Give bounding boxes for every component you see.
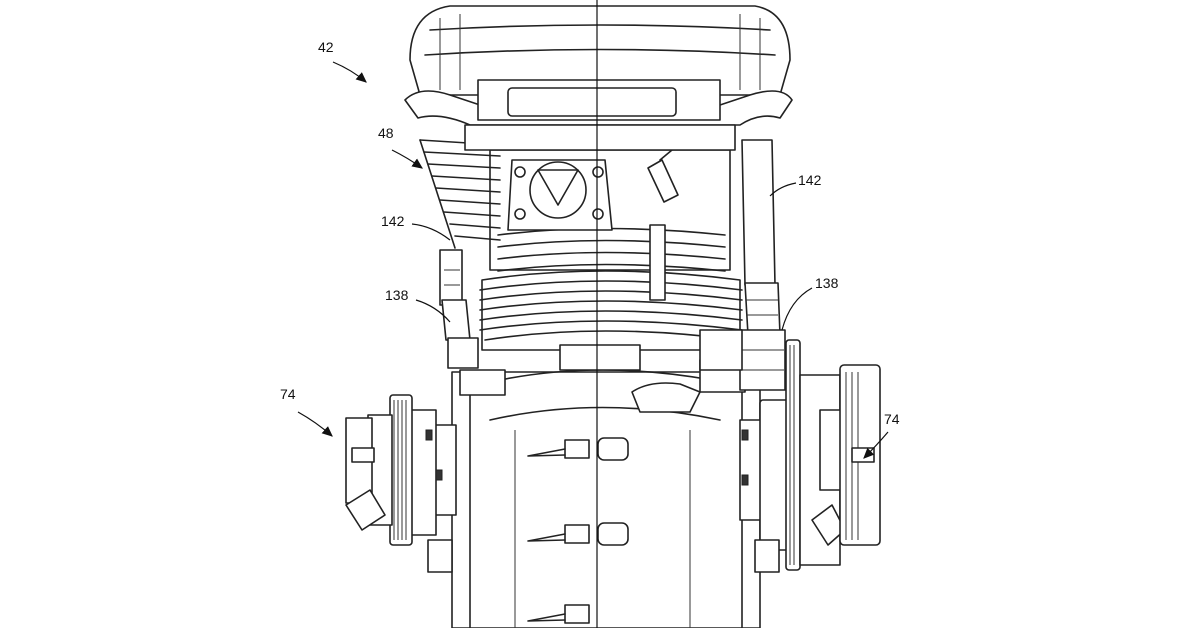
ref-label-142-right: 142 (798, 172, 822, 188)
ref-label-138-left: 138 (385, 287, 409, 303)
exhaust-port (507, 159, 613, 231)
spark-plug (647, 149, 679, 203)
ref-74-right: 74 (863, 411, 900, 459)
left-pushrod-tube (439, 249, 479, 369)
ref-label-74-left: 74 (280, 386, 296, 402)
cylinder-fins (479, 270, 743, 371)
ref-label-142-left: 142 (381, 213, 405, 229)
ref-142-left: 142 (381, 213, 451, 241)
left-accessory-assembly (345, 394, 457, 573)
ref-42: 42 (318, 39, 367, 83)
right-accessory-assembly (739, 339, 881, 573)
ref-label-48: 48 (378, 125, 394, 141)
case-bolt (527, 522, 629, 546)
ref-label-74-right: 74 (884, 411, 900, 427)
rocker-cover (404, 5, 793, 151)
ref-48: 48 (378, 125, 423, 169)
case-bolt (527, 437, 629, 461)
ref-142-right: 142 (769, 172, 822, 197)
crankcase (451, 359, 761, 628)
case-bolt (527, 604, 590, 624)
ref-138-left: 138 (385, 287, 451, 323)
ref-138-right: 138 (781, 275, 839, 331)
ref-74-left: 74 (280, 386, 333, 437)
cylinder-head (419, 139, 731, 301)
ref-label-138-right: 138 (815, 275, 839, 291)
right-pushrod-tube (699, 139, 786, 391)
ref-label-42: 42 (318, 39, 334, 55)
